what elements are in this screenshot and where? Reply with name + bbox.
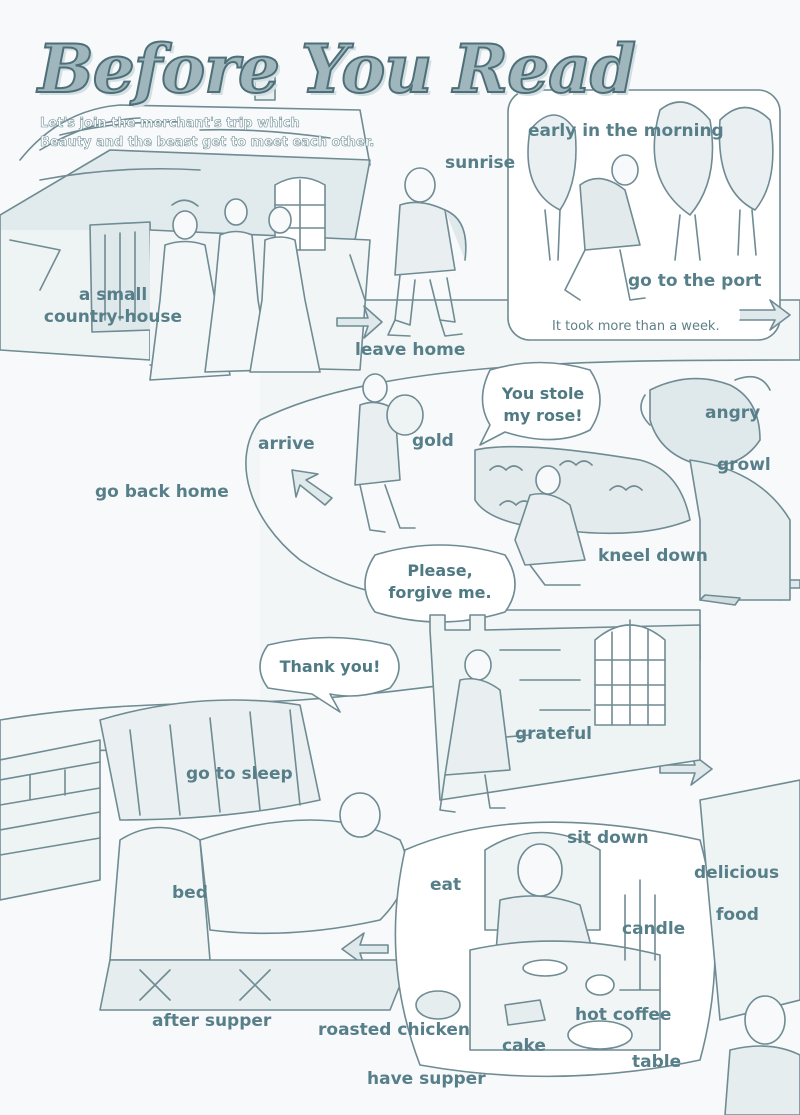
merchant-leaving-illustration bbox=[387, 167, 467, 337]
label-small-country-house: a small country-house bbox=[32, 284, 194, 328]
label-go-to-sleep: go to sleep bbox=[186, 764, 293, 784]
intro-line-2: Beauty and the beast get to meet each ot… bbox=[40, 135, 375, 151]
grateful-merchant-illustration bbox=[439, 649, 511, 813]
arrow-up-left bbox=[291, 469, 333, 506]
speech-forgive-me: Please, forgive me. bbox=[375, 560, 505, 604]
label-arrive: arrive bbox=[258, 434, 315, 454]
label-gold: gold bbox=[412, 431, 454, 451]
label-after-supper: after supper bbox=[152, 1011, 272, 1031]
label-food: food bbox=[716, 905, 759, 925]
kneeling-merchant-illustration bbox=[514, 465, 586, 586]
label-week-note: It took more than a week. bbox=[552, 319, 720, 334]
stole-bubble-shape bbox=[479, 361, 601, 446]
label-angry: angry bbox=[705, 403, 761, 423]
country-house-illustration bbox=[0, 59, 371, 371]
label-growl: growl bbox=[717, 455, 771, 475]
label-delicious: delicious bbox=[694, 863, 780, 883]
label-roasted-chicken: roasted chicken bbox=[318, 1020, 470, 1040]
label-candle: candle bbox=[622, 919, 686, 939]
speech-forgive-line-2: forgive me. bbox=[388, 583, 492, 602]
label-grateful: grateful bbox=[515, 724, 593, 744]
label-small: a small bbox=[78, 285, 148, 305]
label-go-back-home: go back home bbox=[95, 482, 229, 502]
label-bed: bed bbox=[172, 883, 208, 903]
label-hot-coffee: hot coffee bbox=[575, 1005, 672, 1025]
forgive-bubble-shape bbox=[364, 544, 516, 623]
arrow-right-1 bbox=[336, 305, 383, 339]
arrow-right-3 bbox=[659, 752, 713, 786]
label-go-to-port: go to the port bbox=[628, 271, 762, 291]
label-have-supper: have supper bbox=[367, 1069, 486, 1089]
speech-you-stole: You stole my rose! bbox=[488, 383, 598, 427]
page-title: Before You Read bbox=[37, 29, 637, 109]
label-table: table bbox=[632, 1052, 682, 1072]
beast-illustration bbox=[640, 375, 791, 606]
right-wall-illustration bbox=[699, 779, 800, 1021]
label-country-house: country-house bbox=[43, 307, 183, 327]
label-sit-down: sit down bbox=[567, 828, 649, 848]
merchant-with-gold-illustration bbox=[354, 373, 424, 533]
label-eat: eat bbox=[430, 875, 462, 895]
label-sunrise: sunrise bbox=[445, 153, 516, 173]
three-sisters-illustration bbox=[149, 198, 321, 381]
forest-panel bbox=[507, 89, 791, 341]
label-kneel-down: kneel down bbox=[598, 546, 708, 566]
speech-you-stole-line-2: my rose! bbox=[503, 406, 583, 425]
label-cake: cake bbox=[502, 1036, 546, 1056]
rose-garden-illustration bbox=[474, 445, 691, 535]
label-leave-home: leave home bbox=[355, 340, 466, 360]
brick-wall-illustration bbox=[0, 739, 101, 901]
arrow-left-5 bbox=[341, 932, 389, 966]
bed-illustration bbox=[99, 699, 411, 1011]
thanks-bubble-shape bbox=[259, 636, 400, 713]
label-early-morning: early in the morning bbox=[528, 121, 724, 141]
merchant-corner-illustration bbox=[724, 995, 800, 1115]
intro-line-1: Let's join the merchant's trip which bbox=[40, 116, 300, 132]
speech-forgive-line-1: Please, bbox=[407, 561, 473, 580]
intro-text: Let's join the merchant's trip which Bea… bbox=[40, 114, 440, 152]
speech-you-stole-line-1: You stole bbox=[501, 384, 585, 403]
speech-thank-you: Thank you! bbox=[279, 657, 381, 676]
supper-scene-panel bbox=[394, 821, 716, 1078]
